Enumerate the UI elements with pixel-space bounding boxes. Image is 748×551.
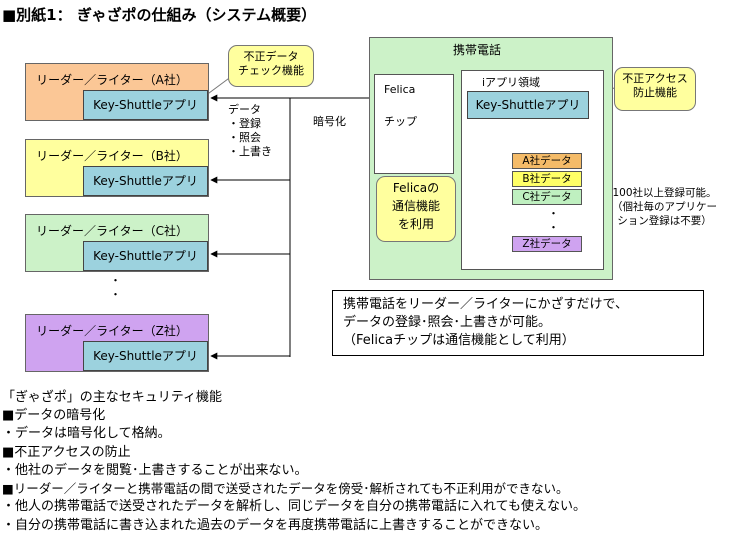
reader-c-app: Key-Shuttleアプリ [83,241,208,271]
mobile-phone-title: 携帯電話 [453,43,502,57]
phone-key-shuttle-app: Key-Shuttleアプリ [467,91,589,119]
fraud-access-callout: 不正アクセス 防止機能 [614,67,696,111]
reader-z-label: リーダー／ライター（Z社） [36,324,188,338]
felica-chip-label-2: チップ [384,115,417,128]
feature-interception-detail-2: ・自分の携帯電話に書き込まれた過去のデータを再度携帯電話に上書きすることができな… [2,518,549,533]
reader-b-label: リーダー／ライター（B社） [36,149,188,163]
reader-z-box: リーダー／ライター（Z社） Key-Shuttleアプリ [25,314,209,372]
reader-c-label: リーダー／ライター（C社） [36,224,188,238]
mobile-phone-box: 携帯電話 Felica チップ iアプリ領域 Key-Shuttleアプリ Fe… [369,37,613,280]
feature-interception: ■リーダー／ライターと携帯電話の間で送受されたデータを傍受･解析されても不正利用… [2,481,569,496]
company-data-z: Z社データ [512,236,582,252]
features-heading: 「ぎゃざポ」の主なセキュリティ機能 [2,390,222,405]
felica-chip-label-1: Felica [384,83,416,96]
company-data-a: A社データ [512,153,582,169]
reader-b-box: リーダー／ライター（B社） Key-Shuttleアプリ [25,139,209,197]
registration-note: 100社以上登録可能。 （個社毎のアプリケー ション登録は不要） [612,187,717,227]
feature-access-prevention: ■不正アクセスの防止 [2,445,131,460]
feature-encryption-detail: ・データは暗号化して格納。 [2,426,171,441]
callout-pointer [204,75,233,97]
reader-a-app: Key-Shuttleアプリ [83,90,208,120]
iappli-area-title: iアプリ領域 [482,76,541,89]
reader-ellipsis: ・ ・ [110,274,121,301]
reader-b-app: Key-Shuttleアプリ [83,166,208,196]
feature-access-prevention-detail: ・他社のデータを閲覧･上書きすることが出来ない。 [2,463,308,478]
felica-chip-box: Felica チップ [374,74,454,174]
reader-z-app: Key-Shuttleアプリ [83,341,208,371]
fraud-data-check-callout: 不正データ チェック機能 [228,45,314,87]
reader-a-box: リーダー／ライター（A社） Key-Shuttleアプリ [25,63,209,121]
feature-encryption: ■データの暗号化 [2,408,106,423]
feature-interception-detail-1: ・他人の携帯電話で送受されたデータを解析し、同じデータを自分の携帯電話に入れても… [2,499,586,514]
felica-usage-callout: Felicaの 通信機能 を利用 [376,176,456,242]
reader-c-box: リーダー／ライター（C社） Key-Shuttleアプリ [25,214,209,272]
data-operations-label: データ ・登録 ・照会 ・上書き [228,103,272,158]
data-ellipsis: ・ ・ [548,207,559,234]
company-data-b: B社データ [512,171,582,187]
summary-box: 携帯電話をリーダー／ライターにかざすだけで、 データの登録･照会･上書きが可能。… [332,290,704,356]
page-title: ■別紙1： ぎゃざポの仕組み（システム概要） [2,6,317,24]
reader-a-label: リーダー／ライター（A社） [36,73,188,87]
company-data-c: C社データ [512,189,582,205]
encryption-label: 暗号化 [313,115,346,128]
